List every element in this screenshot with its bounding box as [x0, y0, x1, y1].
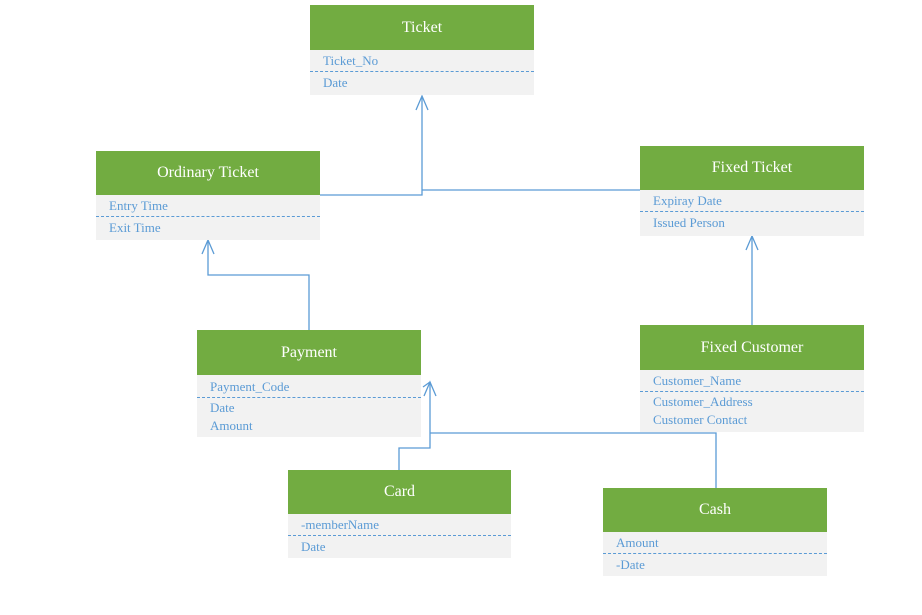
attribute: Amount	[603, 532, 827, 554]
attribute: Amount	[210, 418, 253, 433]
class-card-attributes: -memberName Date	[288, 514, 511, 558]
attribute: Ticket_No	[310, 50, 534, 72]
class-ticket-attributes: Ticket_No Date	[310, 50, 534, 95]
attribute: Payment_Code	[197, 375, 421, 398]
attribute: Expiray Date	[640, 190, 864, 212]
attribute: Date	[301, 539, 326, 554]
attribute: Customer Contact	[653, 412, 748, 427]
class-ordinary-ticket-attributes: Entry Time Exit Time	[96, 195, 320, 240]
class-ordinary-ticket[interactable]: Ordinary Ticket Entry Time Exit Time	[96, 151, 320, 240]
arrowhead-fixed-ticket	[745, 234, 759, 251]
arrowhead-ticket	[415, 94, 429, 111]
attribute: Customer_Address	[653, 394, 753, 409]
class-card-title: Card	[288, 470, 511, 514]
attribute: Issued Person	[653, 215, 725, 230]
class-cash-attributes: Amount -Date	[603, 532, 827, 576]
class-fixed-customer-title: Fixed Customer	[640, 325, 864, 370]
class-fixed-ticket-attributes: Expiray Date Issued Person	[640, 190, 864, 236]
attribute: Exit Time	[109, 220, 161, 235]
class-ticket[interactable]: Ticket Ticket_No Date	[310, 5, 534, 95]
connector-ordinary-to-ticket	[320, 97, 423, 196]
attribute: -Date	[616, 557, 645, 572]
class-cash[interactable]: Cash Amount -Date	[603, 488, 827, 576]
connector-payment-to-ordinary	[207, 241, 310, 330]
arrowhead-ordinary-ticket	[201, 238, 215, 255]
attribute: Date	[323, 75, 348, 90]
attribute: Customer_Name	[640, 370, 864, 392]
class-payment-title: Payment	[197, 330, 421, 375]
connector-card-to-payment	[398, 382, 431, 470]
class-card[interactable]: Card -memberName Date	[288, 470, 511, 558]
class-fixed-customer[interactable]: Fixed Customer Customer_Name Customer_Ad…	[640, 325, 864, 432]
class-ticket-title: Ticket	[310, 5, 534, 50]
class-ordinary-ticket-title: Ordinary Ticket	[96, 151, 320, 195]
class-fixed-customer-attributes: Customer_Name Customer_Address Customer …	[640, 370, 864, 432]
attribute: Entry Time	[96, 195, 320, 217]
attribute: -memberName	[288, 514, 511, 536]
attribute: Date	[210, 400, 235, 415]
arrowhead-payment-left	[422, 381, 431, 388]
class-cash-title: Cash	[603, 488, 827, 532]
class-payment-attributes: Payment_Code Date Amount	[197, 375, 421, 437]
connector-cash-to-payment	[430, 432, 717, 488]
class-fixed-ticket-title: Fixed Ticket	[640, 146, 864, 190]
class-payment[interactable]: Payment Payment_Code Date Amount	[197, 330, 421, 437]
class-fixed-ticket[interactable]: Fixed Ticket Expiray Date Issued Person	[640, 146, 864, 236]
